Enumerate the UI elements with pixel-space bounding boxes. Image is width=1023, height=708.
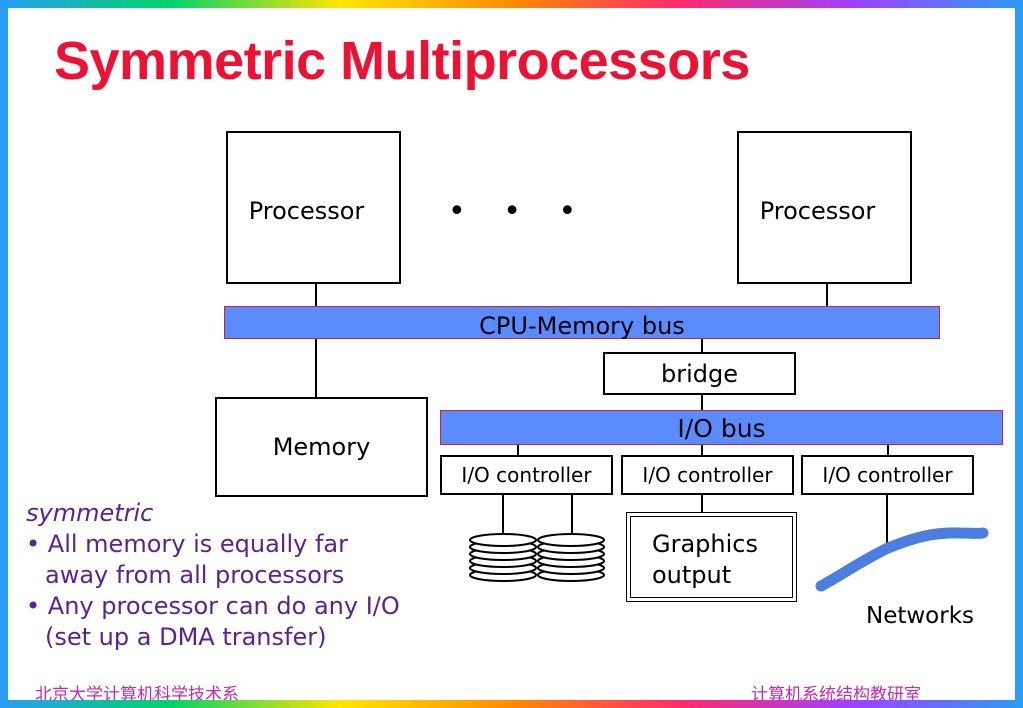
connector-memory [315, 338, 317, 398]
connector-bridge-bottom [701, 394, 703, 411]
notes-bullet2-line2: (set up a DMA transfer) [45, 623, 327, 651]
processor-right-box: Processor [737, 131, 912, 284]
disk-stack-2-icon [537, 533, 605, 582]
connector-network [886, 495, 888, 547]
connector-io-2 [701, 444, 703, 456]
slide: Symmetric Multiprocessors Processor • • … [8, 8, 1015, 700]
io-bus: I/O bus [440, 410, 1003, 445]
connector-disk-1 [502, 495, 504, 535]
io-controller-3-label: I/O controller [822, 463, 953, 487]
connector-graphics [701, 495, 703, 513]
connector-processor-right [826, 283, 828, 307]
bridge-box: bridge [603, 352, 796, 395]
connector-processor-left [315, 283, 317, 307]
connector-io-3 [887, 444, 889, 456]
memory-box: Memory [215, 397, 428, 497]
cpu-memory-bus-label: CPU-Memory bus [479, 311, 685, 340]
notes-heading: symmetric [26, 499, 154, 527]
notes-block: symmetric • All memory is equally far aw… [26, 498, 400, 653]
networks-label: Networks [866, 603, 975, 629]
io-controller-1-label: I/O controller [461, 463, 592, 487]
io-controller-2-label: I/O controller [642, 463, 773, 487]
graphics-line1: Graphics [652, 530, 758, 558]
network-cable-icon [815, 527, 989, 592]
graphics-line2: output [652, 561, 732, 589]
ellipsis: • • • [448, 194, 591, 229]
cpu-memory-bus: CPU-Memory bus [224, 306, 940, 340]
graphics-output-box: Graphics output [626, 512, 797, 602]
connector-io-1 [517, 444, 519, 456]
io-bus-label: I/O bus [677, 414, 766, 443]
bridge-label: bridge [660, 359, 738, 388]
io-controller-3: I/O controller [801, 455, 974, 495]
io-controller-2: I/O controller [621, 455, 794, 495]
connector-bridge-top [701, 338, 703, 352]
processor-left-label: Processor [248, 196, 365, 225]
memory-label: Memory [272, 433, 371, 461]
processor-right-label: Processor [759, 196, 876, 225]
notes-bullet1-line2: away from all processors [45, 561, 345, 589]
processor-left-box: Processor [226, 131, 401, 284]
decorations-svg [469, 527, 989, 592]
graphics-output-label: Graphics output [652, 529, 758, 591]
connector-disk-2 [571, 495, 573, 535]
footer-right: 计算机系统结构教研室 [751, 685, 921, 700]
notes-bullet1-line1: • All memory is equally far [26, 530, 348, 558]
notes-bullet2-line1: • Any processor can do any I/O [26, 592, 400, 620]
io-controller-1: I/O controller [440, 455, 613, 495]
footer-left: 北京大学计算机科学技术系 [35, 685, 239, 700]
slide-title: Symmetric Multiprocessors [54, 31, 750, 91]
disk-stack-1-icon [469, 533, 537, 582]
